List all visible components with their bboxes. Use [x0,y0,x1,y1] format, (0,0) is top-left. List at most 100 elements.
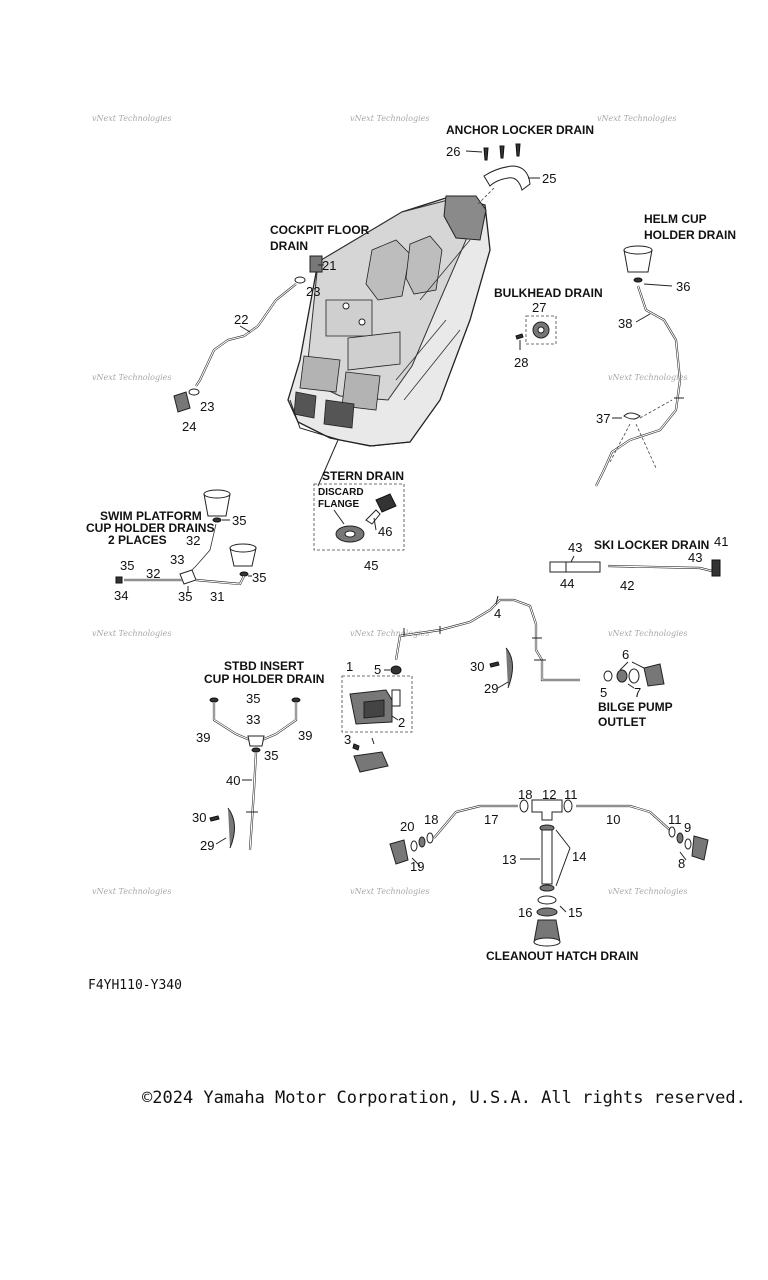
callout-35b: 35 [252,570,266,585]
bilge-pump-label-line2: OUTLET [598,715,647,729]
callout-14: 14 [572,849,586,864]
callout-7: 7 [634,685,641,700]
stern-detail-box [313,483,405,551]
callout-35d: 35 [178,589,192,604]
screw-icon [483,147,489,161]
hose-clamp-icon [294,276,306,284]
callout-34: 34 [114,588,128,603]
callout-18a: 18 [518,787,532,802]
cleanout-hatch-label: CLEANOUT HATCH DRAIN [486,949,638,963]
copyright-notice: ©2024 Yamaha Motor Corporation, U.S.A. A… [142,1088,746,1108]
screw-icon [209,815,220,822]
callout-22: 22 [234,312,248,327]
drain-fitting-icon [309,255,323,273]
callout-3: 3 [344,732,351,747]
callout-1: 1 [346,659,353,674]
callout-15: 15 [568,905,582,920]
outlet-fitting-icon [643,663,665,687]
drain-fitting-icon [389,839,409,865]
callout-46: 46 [378,524,392,539]
discard-label-line1: DISCARD [318,487,364,498]
watermark: vNext Technologies [350,114,429,123]
gasket-icon [410,840,418,852]
callout-12: 12 [542,787,556,802]
callout-10: 10 [606,812,620,827]
callout-26: 26 [446,144,460,159]
stern-drain-group: STERN DRAIN DISCARD FLANGE 46 45 [313,439,405,573]
bulkhead-drain-group: BULKHEAD DRAIN 27 28 [494,286,603,370]
screw-icon [352,743,360,751]
tee-fitting-icon [247,735,265,747]
swim-platform-label-line2: CUP HOLDER DRAINS [86,521,214,535]
drain-hose-4 [394,598,580,682]
callout-4: 4 [494,606,501,621]
anchor-locker-drain-group: ANCHOR LOCKER DRAIN 26 25 [446,123,594,205]
callout-2: 2 [398,715,405,730]
ski-locker-drain-label: SKI LOCKER DRAIN [594,538,709,552]
callout-32b: 32 [146,566,160,581]
watermark: vNext Technologies [350,629,429,638]
clip-icon [711,559,721,577]
boat-hull-illustration [287,195,491,447]
hose-fitting-icon [549,561,567,573]
nut-icon [536,907,558,917]
screw-icon [499,145,505,159]
callout-43a: 43 [568,540,582,555]
watermark: vNext Technologies [608,373,687,382]
drain-hose-39 [261,702,298,742]
gasket-icon [537,895,557,905]
callout-38: 38 [618,316,632,331]
drain-plug-icon [173,391,191,413]
screw-icon [515,143,521,157]
fitting-icon [115,576,123,584]
discard-label-line2: FLANGE [318,499,359,510]
drain-pipe-13 [541,829,553,885]
helm-cup-label-line2: HOLDER DRAIN [644,228,736,242]
callout-21: 21 [322,258,336,273]
callout-23a: 23 [306,284,320,299]
stbd-insert-label-line2: CUP HOLDER DRAIN [204,672,324,686]
drain-plug-icon [375,493,397,513]
cockpit-floor-label-line1: COCKPIT FLOOR [270,223,370,237]
clamp-icon [668,826,676,838]
callout-39a: 39 [196,730,210,745]
bilge-pump-group: 4 1 5 2 3 30 29 6 5 7 BILGE PUMP OUT [341,595,673,773]
callout-17: 17 [484,812,498,827]
callout-35a: 35 [232,513,246,528]
callout-33a: 33 [170,552,184,567]
gasket-icon [628,668,640,684]
callout-5a: 5 [374,662,381,677]
callout-13: 13 [502,852,516,867]
watermark: vNext Technologies [350,887,429,896]
drain-hose-17 [433,804,518,839]
fitting-icon [291,697,301,703]
swim-platform-label-line3: 2 PLACES [108,533,167,547]
callout-24: 24 [182,419,196,434]
drain-hose-31 [195,575,245,586]
anchor-locker-drain-label: ANCHOR LOCKER DRAIN [446,123,594,137]
clamp-icon [539,884,555,892]
callout-37: 37 [596,411,610,426]
callout-25: 25 [542,171,556,186]
callout-39b: 39 [298,728,312,743]
callout-40: 40 [226,773,240,788]
bilge-pump-label-line1: BILGE PUMP [598,700,673,714]
callout-36: 36 [676,279,690,294]
callout-32a: 32 [186,533,200,548]
callout-30a: 30 [470,659,484,674]
callout-45: 45 [364,558,378,573]
callout-41: 41 [714,534,728,549]
drain-fitting-icon [691,835,709,861]
callout-6: 6 [622,647,629,662]
clamp-icon [563,799,573,813]
stern-drain-label: STERN DRAIN [322,469,404,483]
nut-icon [676,832,684,844]
watermarks: vNext Technologies vNext Technologies vN… [92,114,687,896]
fitting-icon [209,697,219,703]
stbd-insert-drain-group: STBD INSERT CUP HOLDER DRAIN 35 33 39 39… [192,659,324,853]
callout-16: 16 [518,905,532,920]
watermark: vNext Technologies [92,629,171,638]
callout-35f: 35 [264,748,278,763]
callout-11b: 11 [668,812,682,827]
